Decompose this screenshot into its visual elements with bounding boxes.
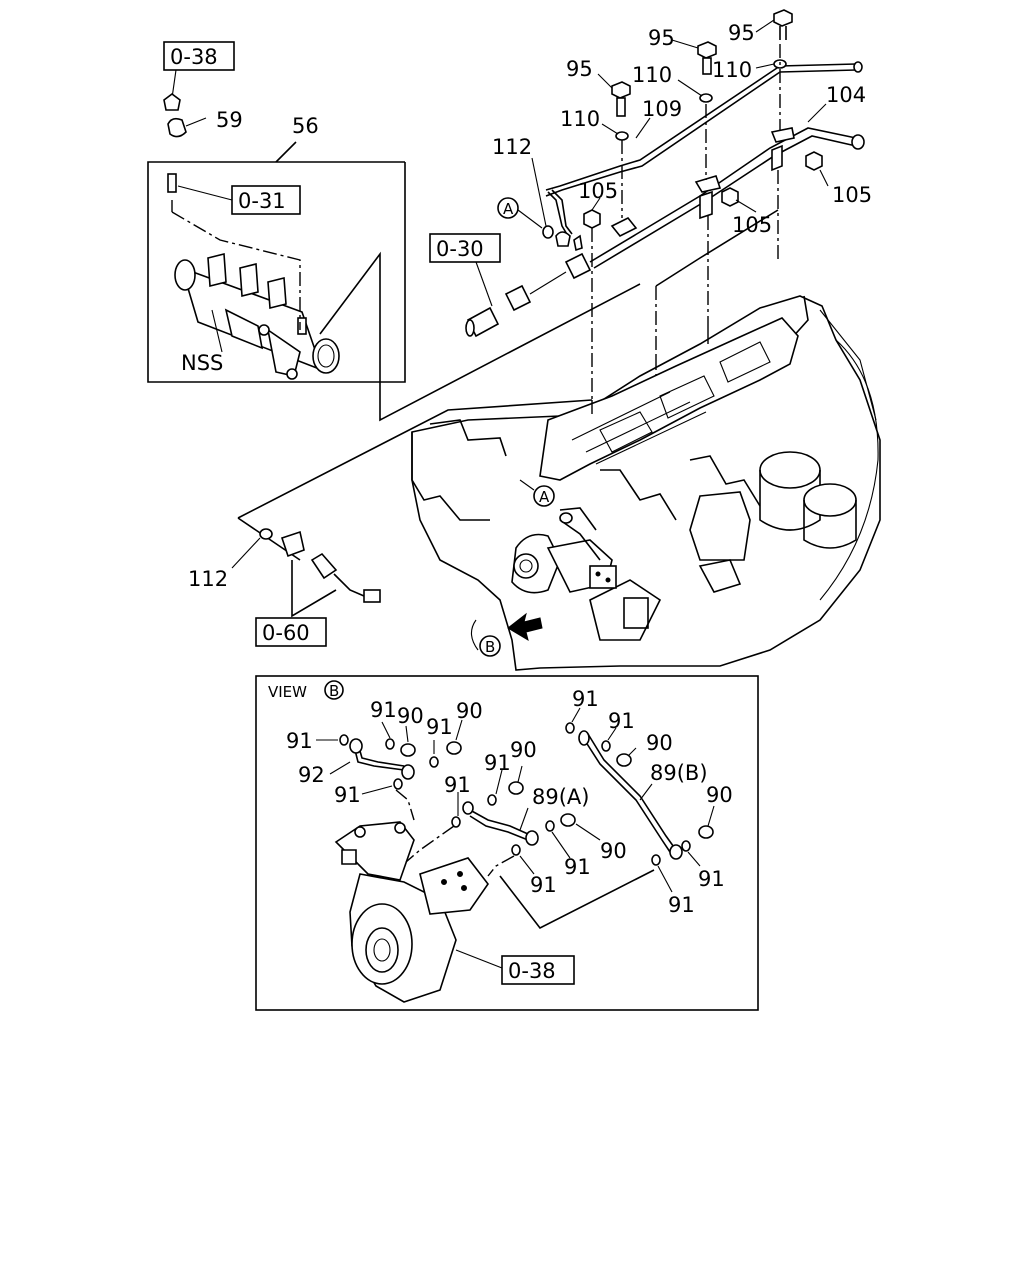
ref-box-0-38-top	[163, 41, 235, 71]
ref-0-60-label: 0-60	[262, 621, 310, 645]
part-105-a-label: 105	[578, 179, 618, 203]
view-b-inset: VIEW B	[255, 675, 759, 1011]
v-89a: 89(A)	[532, 785, 589, 809]
v-90-2: 90	[456, 699, 483, 723]
svg-text:A: A	[503, 200, 514, 218]
marker-a-engine	[533, 485, 555, 507]
part-56-label: 56	[292, 114, 319, 138]
ref-box-0-30	[429, 233, 501, 263]
pipes-109-104	[545, 61, 865, 280]
v-91-11: 91	[698, 867, 725, 891]
v-91-1: 91	[370, 698, 397, 722]
view-b-title: VIEW	[268, 683, 307, 701]
part-112-top-label: 112	[492, 135, 532, 159]
v-91-7: 91	[564, 855, 591, 879]
v-91-4: 91	[334, 783, 361, 807]
v-90-3: 90	[510, 738, 537, 762]
v-89b: 89(B)	[650, 761, 708, 785]
part-95-c-label: 95	[566, 57, 593, 81]
v-91-10: 91	[608, 709, 635, 733]
svg-text:A: A	[539, 488, 550, 506]
v-91-8: 91	[530, 873, 557, 897]
water-pipe-assembly	[174, 252, 340, 380]
nuts-105: 105 105 105	[578, 151, 872, 400]
ref-0-38-view-label: 0-38	[508, 959, 556, 983]
part-105-b-label: 105	[732, 213, 772, 237]
v-91-5: 91	[444, 773, 471, 797]
v-90-6: 90	[706, 783, 733, 807]
ref-box-0-60	[255, 617, 327, 647]
marker-a-top	[497, 197, 519, 219]
part-105-c-label: 105	[832, 183, 872, 207]
v-92: 92	[298, 763, 325, 787]
v-90-4: 90	[600, 839, 627, 863]
part-95-a-label: 95	[648, 26, 675, 50]
bolts-95-110: 95 95 95 110 110 110 109 104	[560, 9, 866, 218]
part-110-b-label: 110	[712, 58, 752, 82]
part-59-group: 0-38 59 56 0-31	[163, 41, 319, 215]
v-91-3: 91	[286, 729, 313, 753]
v-91-6: 91	[484, 751, 511, 775]
v-90-5: 90	[646, 731, 673, 755]
inset-56: NSS	[147, 141, 641, 422]
part-95-b-label: 95	[728, 21, 755, 45]
engine-block: A B	[237, 295, 881, 671]
svg-text:B: B	[485, 638, 495, 656]
part-112-bottom-label: 112	[188, 567, 228, 591]
part-104-label: 104	[826, 83, 866, 107]
ref-box-0-38-view	[501, 955, 575, 985]
part-59-label: 59	[216, 108, 243, 132]
sensor-group: 112 0-60	[188, 528, 381, 647]
part-109-label: 109	[642, 97, 682, 121]
ref-0-30-label: 0-30	[436, 237, 484, 261]
ref-0-38-top-label: 0-38	[170, 45, 218, 69]
ref-0-31-label: 0-31	[238, 189, 286, 213]
view-b-arrow	[507, 612, 543, 642]
v-91-9: 91	[572, 687, 599, 711]
v-90-1: 90	[397, 704, 424, 728]
view-b-marker: B	[329, 682, 339, 700]
marker-b	[479, 635, 501, 657]
v-91-12: 91	[668, 893, 695, 917]
inlet-fitting-group: 112 A 0-30	[429, 135, 567, 338]
nss-label: NSS	[181, 351, 223, 375]
v-91-2: 91	[426, 715, 453, 739]
part-110-c-label: 110	[560, 107, 600, 131]
part-110-a-label: 110	[632, 63, 672, 87]
